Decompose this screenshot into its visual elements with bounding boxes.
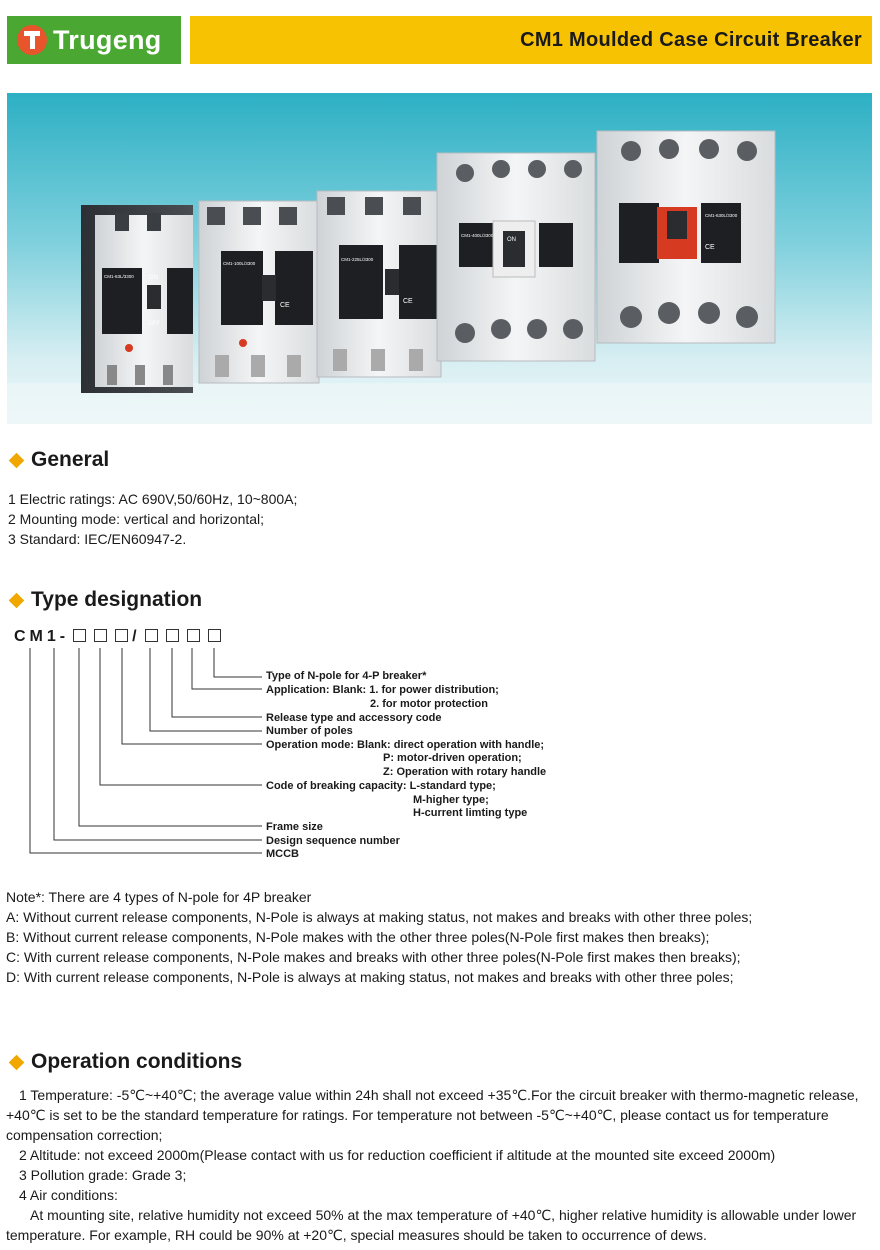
operation-heading: Operation conditions bbox=[8, 1050, 242, 1074]
page-title: CM1 Moulded Case Circuit Breaker bbox=[520, 28, 862, 51]
placeholder-box-icon bbox=[186, 629, 200, 642]
on-label-1: ON bbox=[149, 275, 158, 281]
npole-notes: Note*: There are 4 types of N-pole for 4… bbox=[6, 887, 752, 987]
general-item: 3 Standard: IEC/EN60947-2. bbox=[8, 531, 187, 547]
operation-item: 1 Temperature: -5℃~+40℃; the average val… bbox=[6, 1087, 859, 1143]
bullet-diamond-icon bbox=[8, 592, 25, 608]
model-label-2: CM1-100L/3300 bbox=[223, 261, 256, 266]
label-mccb: MCCB bbox=[266, 848, 299, 860]
ce-mark-5: CE bbox=[705, 244, 715, 251]
model-label-3: CM1-225L/3300 bbox=[341, 257, 374, 262]
label-breaking: Code of breaking capacity: L-standard ty… bbox=[266, 780, 496, 792]
designation-leader-lines bbox=[29, 648, 262, 854]
breaker-5: CM1-630L/3300 CE bbox=[596, 130, 776, 344]
note-line: B: Without current release components, N… bbox=[6, 929, 710, 945]
operation-item: 3 Pollution grade: Grade 3; bbox=[19, 1167, 187, 1183]
note-line: C: With current release components, N-Po… bbox=[6, 949, 741, 965]
label-application-2: 2. for motor protection bbox=[370, 698, 488, 710]
model-label-5: CM1-630L/3300 bbox=[705, 213, 738, 218]
on-label-4: ON bbox=[507, 237, 516, 243]
general-heading: General bbox=[8, 448, 109, 472]
breaker-2: CM1-100L/3300 CE bbox=[198, 200, 320, 384]
operation-list: 1 Temperature: -5℃~+40℃; the average val… bbox=[6, 1085, 872, 1245]
note-line: Note*: There are 4 types of N-pole for 4… bbox=[6, 889, 312, 905]
type-designation-heading: Type designation bbox=[8, 588, 202, 612]
operation-item: At mounting site, relative humidity not … bbox=[6, 1207, 857, 1243]
label-frame: Frame size bbox=[266, 821, 323, 833]
label-application: Application: Blank: 1. for power distrib… bbox=[266, 684, 499, 696]
placeholder-box-icon bbox=[73, 629, 87, 642]
brand-mark-icon bbox=[17, 25, 47, 55]
ce-mark-3: CE bbox=[403, 298, 413, 305]
label-poles: Number of poles bbox=[266, 725, 353, 737]
placeholder-box-icon bbox=[165, 629, 179, 642]
placeholder-box-icon bbox=[94, 629, 108, 642]
brand-name: Trugeng bbox=[53, 24, 162, 55]
bullet-diamond-icon bbox=[8, 1054, 25, 1070]
note-line: A: Without current release components, N… bbox=[6, 909, 753, 925]
model-label-1: CM1-63L/3300 bbox=[104, 274, 134, 279]
code-prefix: CM1- bbox=[14, 628, 70, 645]
bullet-diamond-icon bbox=[8, 452, 25, 468]
placeholder-box-icon bbox=[144, 629, 158, 642]
general-item: 2 Mounting mode: vertical and horizontal… bbox=[8, 511, 265, 527]
label-sequence: Design sequence number bbox=[266, 835, 400, 847]
product-photo: ON OFF CM1-63L/3300 CM1-100L/3300 CE bbox=[7, 93, 872, 424]
brand-logo: Trugeng bbox=[7, 16, 181, 64]
label-operation-3: Z: Operation with rotary handle bbox=[383, 766, 547, 778]
title-banner: CM1 Moulded Case Circuit Breaker bbox=[190, 16, 872, 64]
label-operation: Operation mode: Blank: direct operation … bbox=[266, 739, 545, 751]
operation-item: 4 Air conditions: bbox=[19, 1187, 118, 1203]
label-operation-2: P: motor-driven operation; bbox=[383, 752, 522, 764]
operation-item: 2 Altitude: not exceed 2000m(Please cont… bbox=[19, 1147, 776, 1163]
breakers-illustration: ON OFF CM1-63L/3300 CM1-100L/3300 CE bbox=[7, 130, 872, 424]
label-npole: Type of N-pole for 4-P breaker* bbox=[266, 670, 427, 682]
label-release: Release type and accessory code bbox=[266, 712, 442, 724]
placeholder-box-icon bbox=[207, 629, 221, 642]
breaker-3: CM1-225L/3300 CE bbox=[316, 190, 442, 378]
breaker-1: ON OFF CM1-63L/3300 bbox=[81, 205, 193, 393]
label-breaking-2: M-higher type; bbox=[413, 794, 489, 806]
breaker-4: ON CM1-400L/3300 bbox=[436, 152, 596, 362]
general-list: 1 Electric ratings: AC 690V,50/60Hz, 10~… bbox=[8, 489, 297, 549]
designation-code: CM1- / bbox=[14, 628, 225, 646]
label-breaking-3: H-current limting type bbox=[413, 807, 528, 819]
off-label-1: OFF bbox=[148, 321, 160, 327]
placeholder-box-icon bbox=[115, 629, 129, 642]
model-label-4: CM1-400L/3300 bbox=[461, 233, 494, 238]
note-line: D: With current release components, N-Po… bbox=[6, 969, 734, 985]
ce-mark-2: CE bbox=[280, 302, 290, 309]
general-item: 1 Electric ratings: AC 690V,50/60Hz, 10~… bbox=[8, 491, 298, 507]
code-separator: / bbox=[132, 628, 141, 645]
